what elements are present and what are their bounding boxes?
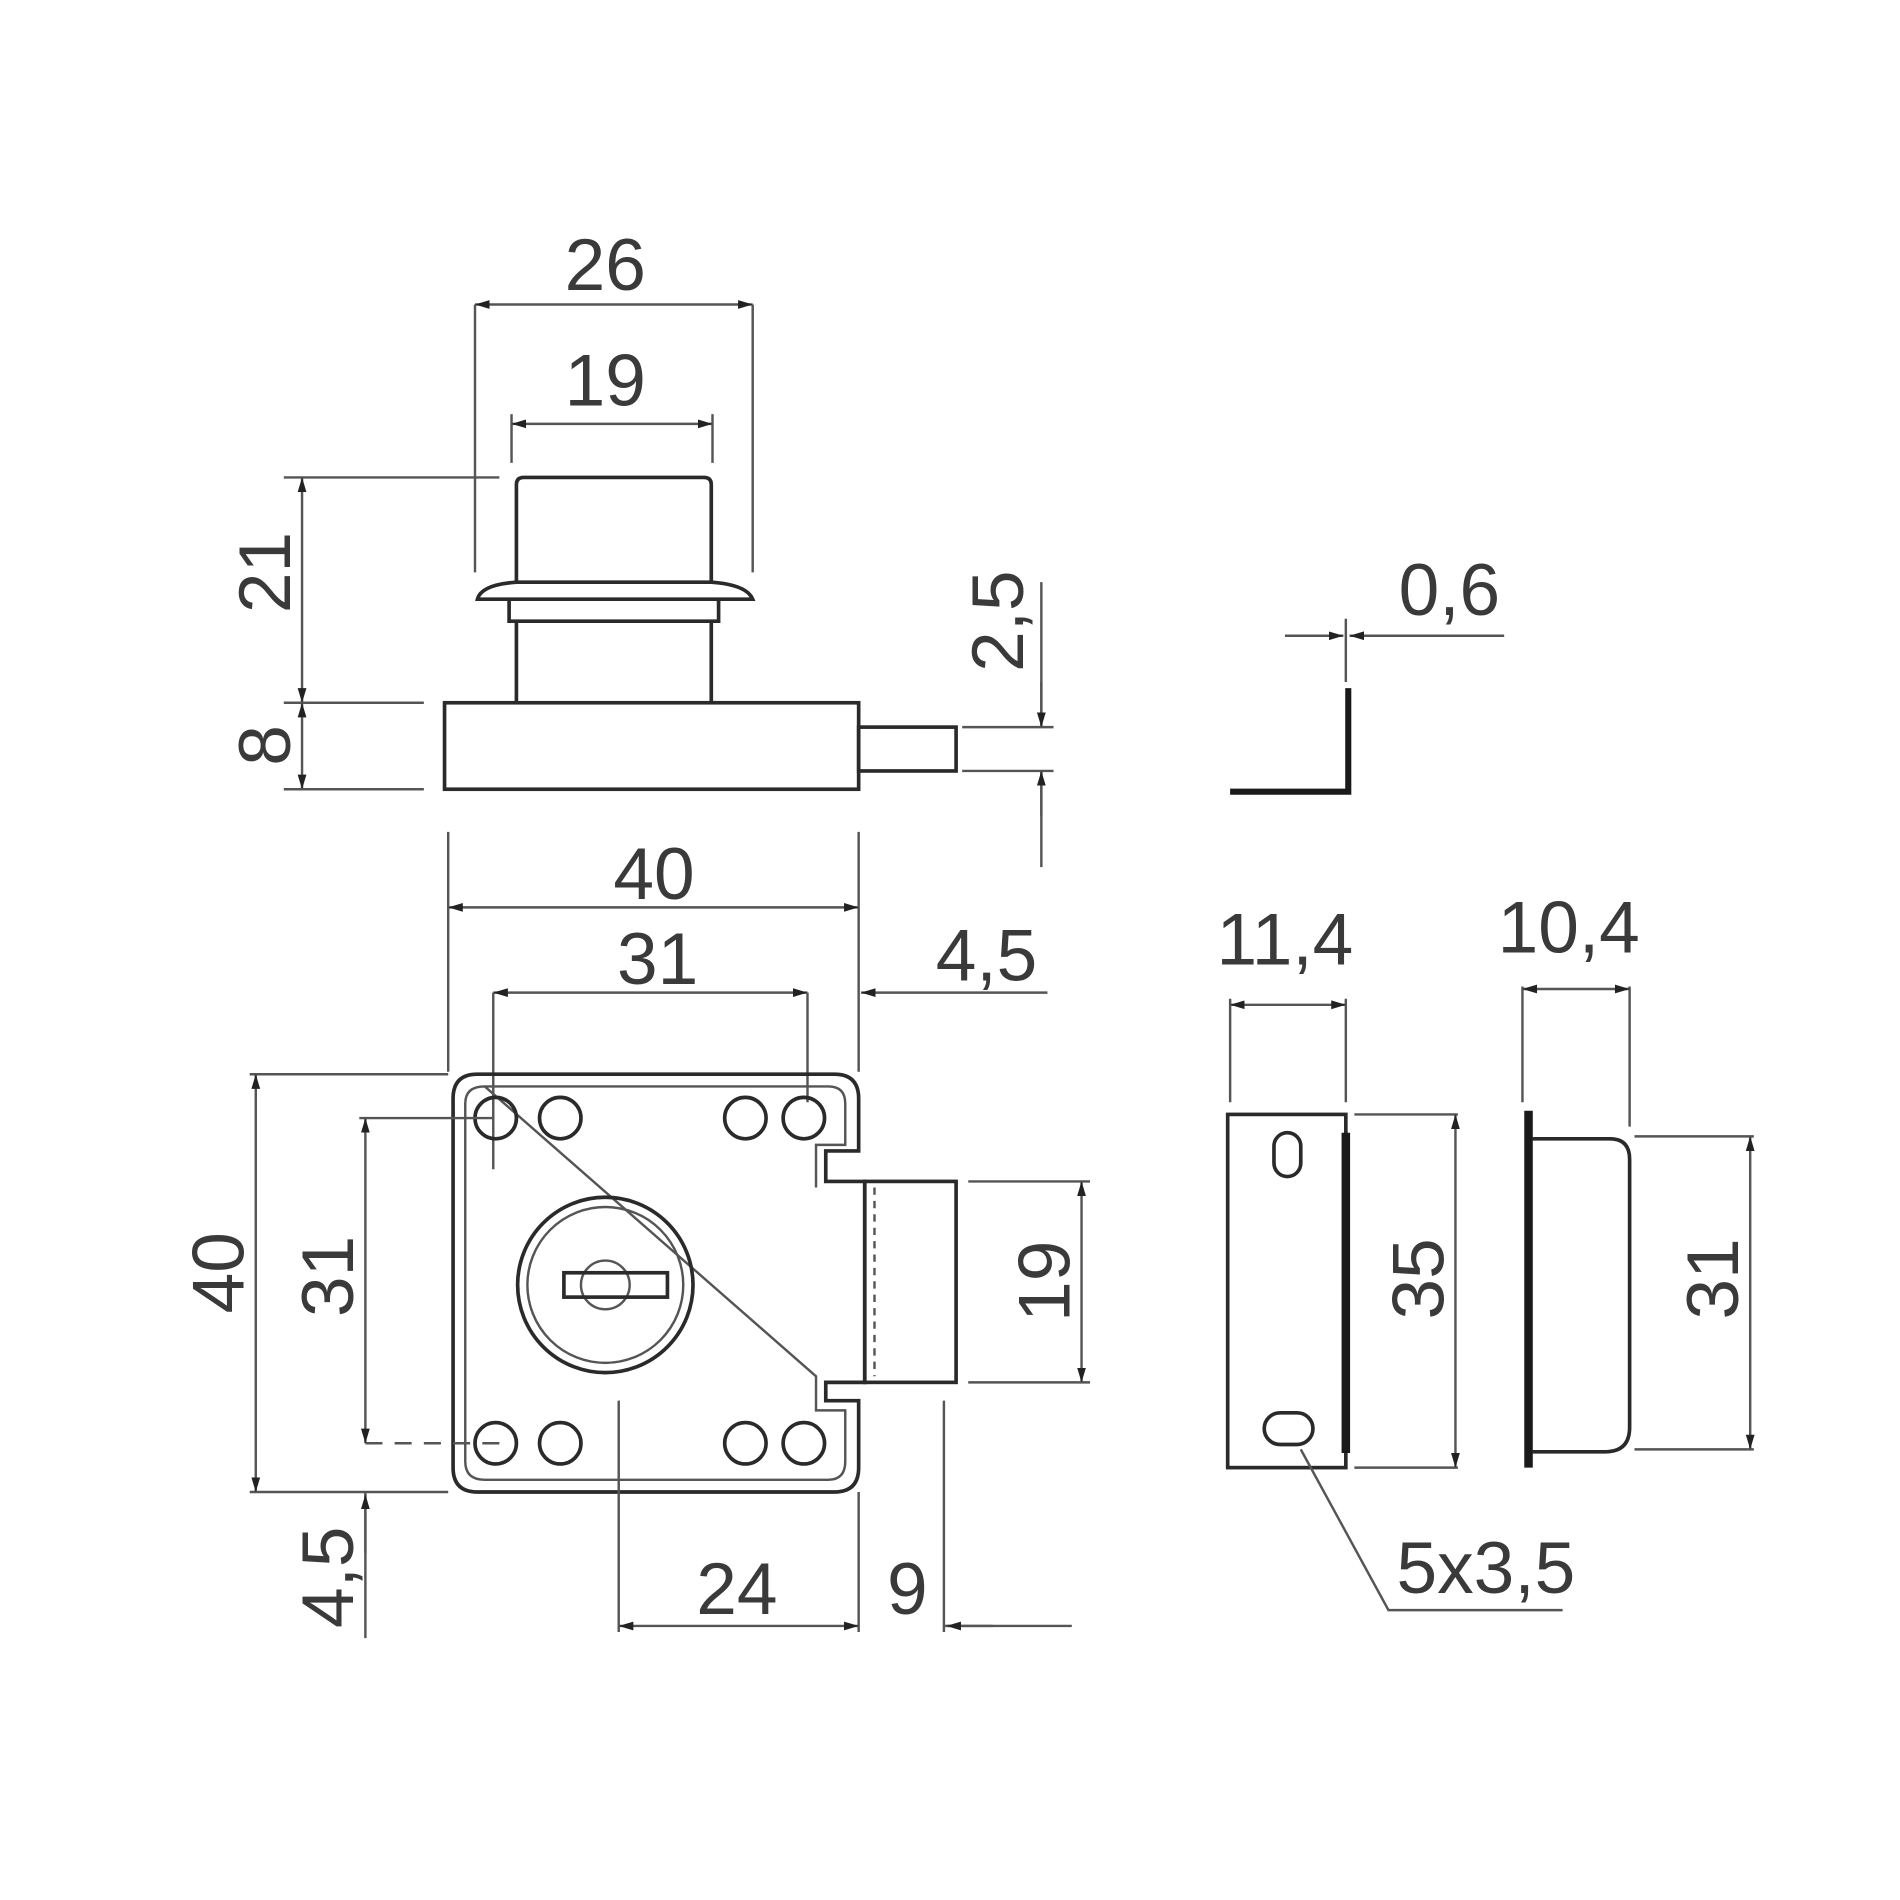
lock-body-side: [442, 700, 861, 792]
top-view: 26 19 21 8 2,5: [225, 225, 1054, 868]
dim-31-h: 31: [617, 919, 698, 1000]
bolt-front: [862, 1179, 958, 1385]
lock-knob: [514, 475, 714, 583]
dim-19-top: 19: [565, 341, 646, 422]
lock-body-front: [451, 1072, 867, 1494]
dim-slot-5x3-5: 5x3,5: [1397, 1528, 1576, 1609]
dim-9: 9: [887, 1549, 928, 1630]
bolt-side: [856, 725, 958, 773]
dim-4-5-v: 4,5: [288, 1526, 369, 1628]
dim-24: 24: [696, 1549, 777, 1630]
dim-0-6: 0,6: [1399, 550, 1501, 631]
dim-19-v: 19: [1004, 1241, 1085, 1322]
dim-8: 8: [225, 725, 306, 766]
dim-10-4: 10,4: [1498, 887, 1640, 968]
front-view: 40 31 4,5 19 40 31 4,5 24 9: [179, 831, 1091, 1639]
dim-31-keeper: 31: [1673, 1238, 1754, 1319]
dim-35: 35: [1378, 1238, 1459, 1319]
dim-4-5-h: 4,5: [936, 915, 1038, 996]
dim-21: 21: [225, 532, 306, 613]
dim-2-5: 2,5: [958, 570, 1039, 672]
dim-40-h: 40: [613, 834, 694, 915]
dim-40-v: 40: [179, 1232, 260, 1313]
dim-26: 26: [565, 225, 646, 306]
key-cylinder: [515, 1195, 695, 1375]
dim-31-v: 31: [288, 1236, 369, 1317]
bracket-profile: 0,6: [1230, 550, 1505, 795]
keeper: 10,4 31: [1498, 887, 1755, 1468]
strike-plate: 11,4 35 5x3,5: [1217, 900, 1576, 1612]
dim-11-4: 11,4: [1217, 900, 1354, 981]
